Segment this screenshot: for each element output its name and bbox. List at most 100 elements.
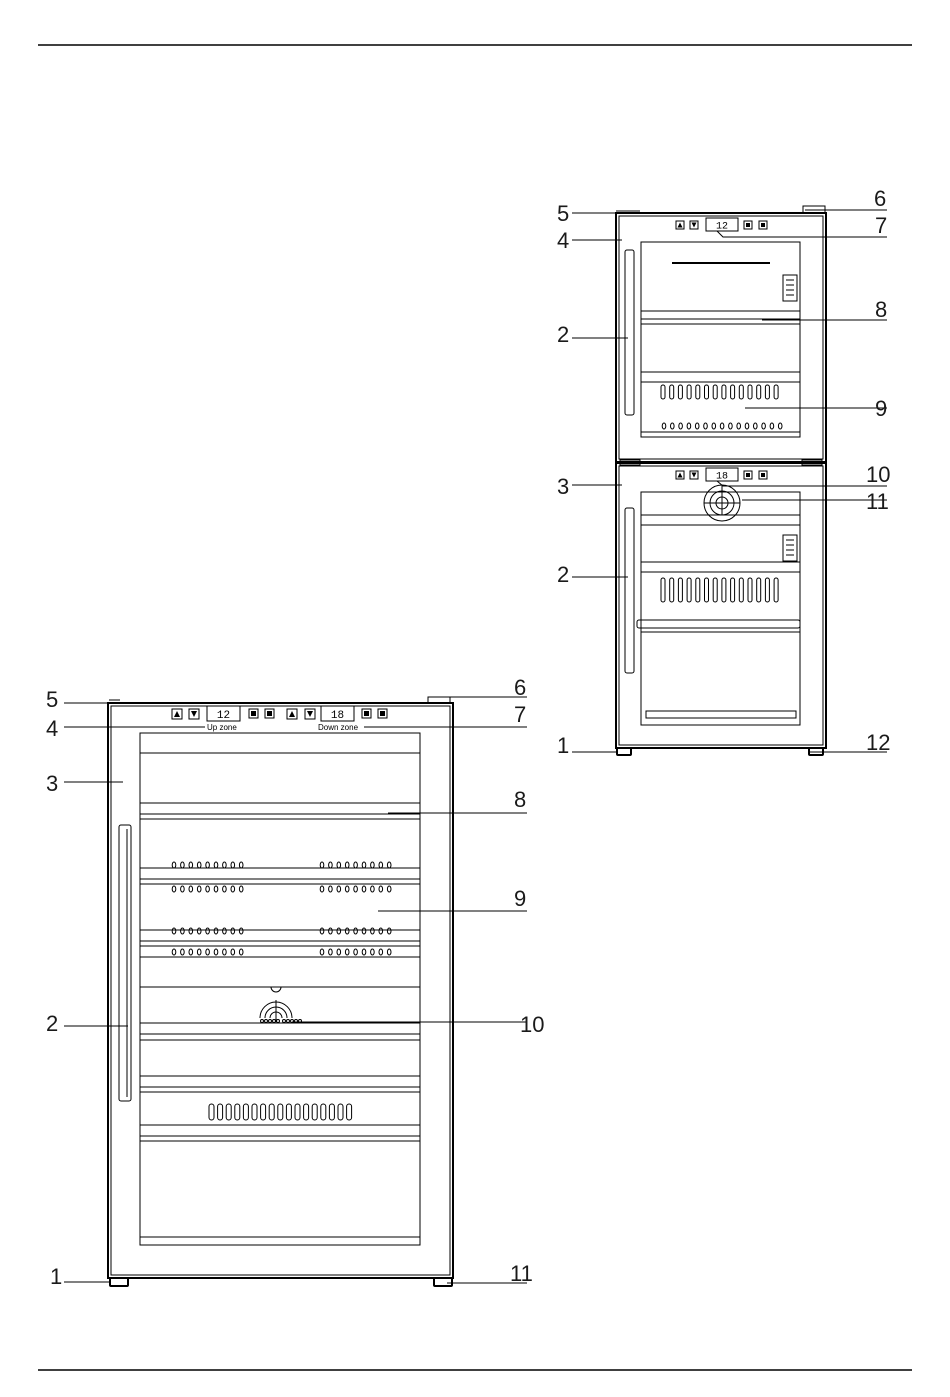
bottle-mark <box>354 862 358 868</box>
down-arrow-icon <box>191 711 197 717</box>
callout-label: 10 <box>866 462 890 487</box>
bottle-mark <box>231 886 235 892</box>
bottle-mark <box>705 578 709 602</box>
bottle-mark <box>320 928 324 934</box>
leader-line <box>717 481 887 486</box>
bottle-mark <box>181 886 185 892</box>
bottle-mark <box>197 928 201 934</box>
shelf <box>641 515 800 525</box>
light-button-inner-icon <box>746 473 750 477</box>
bottle-mark <box>231 928 235 934</box>
bottle-mark <box>762 423 766 429</box>
bottle-mark <box>239 928 243 934</box>
bottle-mark <box>181 928 185 934</box>
bottle-mark <box>197 949 201 955</box>
bottle-mark <box>371 949 375 955</box>
bottle-mark <box>774 578 778 602</box>
control-panel: 12 18 Up zone Down zone <box>172 706 387 732</box>
fan-icon <box>704 485 740 521</box>
callout-label: 6 <box>874 186 886 211</box>
bottle-mark <box>371 862 375 868</box>
bottle-mark <box>745 423 749 429</box>
bottle-mark <box>765 578 769 602</box>
bottom-tray <box>646 711 796 718</box>
bottle-mark <box>239 862 243 868</box>
bottle-mark <box>189 928 193 934</box>
set-button-inner-icon <box>267 711 272 716</box>
shelf <box>140 1076 420 1087</box>
bottle-mark <box>172 949 176 955</box>
bottle-mark <box>713 385 717 399</box>
callout-label: 8 <box>875 297 887 322</box>
bottle-mark <box>704 423 708 429</box>
bottle-mark <box>765 385 769 399</box>
bottle-mark <box>329 862 333 868</box>
vent-slot <box>295 1104 300 1120</box>
foot <box>434 1278 452 1286</box>
bottle-mark <box>337 862 341 868</box>
bottle-mark <box>214 928 218 934</box>
callout-label: 2 <box>557 562 569 587</box>
up-zone-label: Up zone <box>207 723 237 732</box>
lower-glass-window <box>641 492 800 725</box>
bottle-mark <box>345 862 349 868</box>
fan-base-mark <box>261 1020 264 1023</box>
shelf <box>140 1023 420 1034</box>
foot <box>617 748 631 755</box>
bottom-tray <box>140 1237 420 1245</box>
bottle-mark <box>687 385 691 399</box>
callout-label: 3 <box>557 474 569 499</box>
callout-label: 2 <box>46 1011 58 1036</box>
vent-slot <box>269 1104 274 1120</box>
vent-slot <box>312 1104 317 1120</box>
upper-control-panel: 12 <box>676 218 767 233</box>
bottle-mark <box>778 423 782 429</box>
bottle-mark <box>206 928 210 934</box>
bottle-mark <box>371 886 375 892</box>
bottle-mark <box>223 886 227 892</box>
door-latch-grip <box>786 540 794 555</box>
bottle-mark <box>223 928 227 934</box>
vent-slot <box>338 1104 343 1120</box>
bottle-mark <box>731 578 735 602</box>
bottle-mark <box>231 862 235 868</box>
upper-door-handle <box>625 250 634 415</box>
bottle-mark <box>320 862 324 868</box>
bottle-mark <box>737 423 741 429</box>
vent-slot <box>286 1104 291 1120</box>
fan-base-mark <box>273 1020 276 1023</box>
bottle-mark <box>696 578 700 602</box>
bottle-mark <box>206 886 210 892</box>
bottle-mark <box>379 862 383 868</box>
bottle-mark <box>337 928 341 934</box>
bottle-mark <box>757 385 761 399</box>
bottle-mark <box>320 949 324 955</box>
bottle-mark <box>329 949 333 955</box>
bottle-mark <box>712 423 716 429</box>
bottle-mark <box>687 578 691 602</box>
bottle-mark <box>662 423 666 429</box>
bottle-mark <box>748 385 752 399</box>
bottle-mark <box>731 385 735 399</box>
bottle-mark <box>354 886 358 892</box>
cabinet-outline <box>108 703 453 1278</box>
bottle-mark <box>713 578 717 602</box>
door-latch <box>783 275 797 301</box>
bottle-mark <box>337 886 341 892</box>
bottle-mark <box>379 949 383 955</box>
up-arrow-icon <box>174 711 180 717</box>
bottle-mark <box>189 886 193 892</box>
fan-base-mark <box>269 1020 272 1023</box>
light-button-inner-icon <box>364 711 369 716</box>
shelf <box>140 803 420 814</box>
sensor-dome <box>271 987 281 992</box>
leader-lines <box>64 697 527 1283</box>
bottle-mark <box>239 949 243 955</box>
lower-door-frame <box>619 466 823 745</box>
bottle-mark <box>239 886 243 892</box>
bottle-mark <box>362 949 366 955</box>
callout-label: 1 <box>557 733 569 758</box>
shelf <box>641 372 800 382</box>
vent-slot <box>329 1104 334 1120</box>
